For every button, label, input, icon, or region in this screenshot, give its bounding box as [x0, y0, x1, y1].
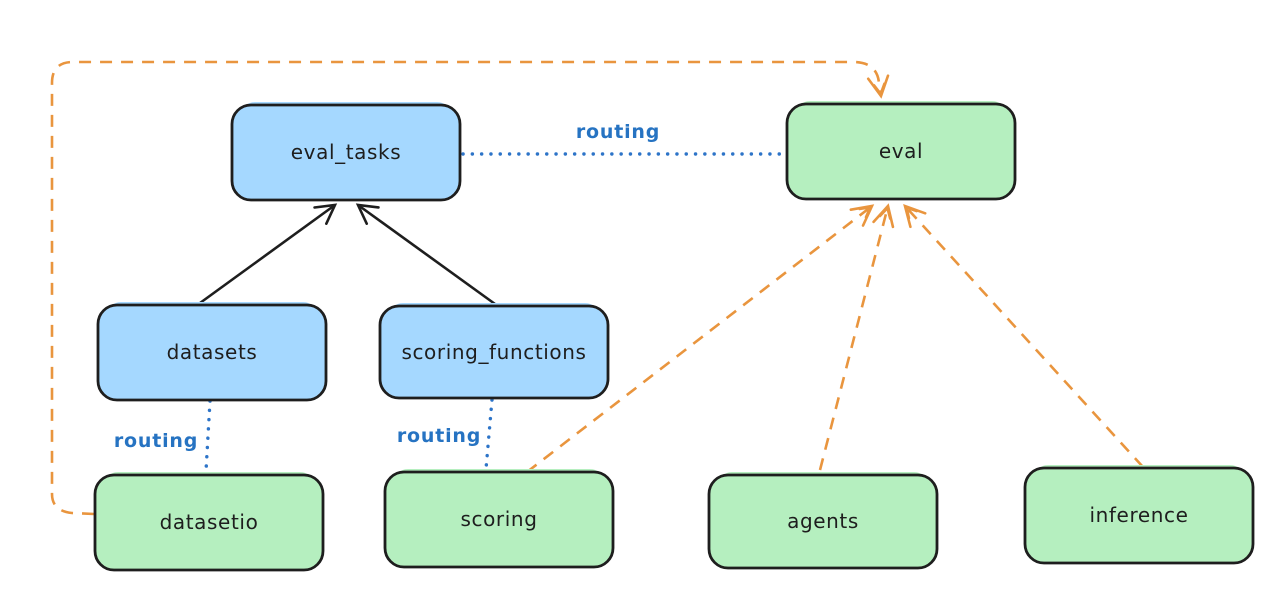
- node-inference: inference: [1023, 465, 1255, 565]
- inference-label: inference: [1089, 503, 1188, 527]
- edge-scoring-to-eval: [526, 204, 875, 474]
- eval-label: eval: [879, 139, 923, 163]
- scoring-functions-box: [378, 304, 610, 400]
- edge-scoring-functions-to-eval-tasks: [355, 203, 496, 306]
- scoring-box: [383, 470, 615, 569]
- routing-label-top: routing: [576, 121, 660, 143]
- node-scoring: scoring: [383, 469, 615, 569]
- routing-label-middle: routing: [397, 425, 481, 447]
- node-eval: eval: [785, 101, 1017, 201]
- eval-tasks-box: [230, 103, 462, 202]
- datasets-label: datasets: [167, 340, 258, 364]
- node-datasetio: datasetio: [93, 472, 325, 572]
- node-datasets: datasets: [96, 302, 328, 402]
- agents-label: agents: [787, 509, 859, 533]
- edge-routing-datasets-datasetio: [204, 399, 212, 473]
- edge-agents-to-eval: [818, 203, 895, 471]
- scoring-label: scoring: [460, 507, 537, 531]
- datasetio-label: datasetio: [160, 510, 259, 534]
- inference-box: [1023, 466, 1255, 565]
- datasets-box: [96, 303, 328, 402]
- scoring-functions-label: scoring_functions: [401, 340, 586, 364]
- edge-datasets-to-eval-tasks: [199, 203, 338, 305]
- node-eval-tasks: eval_tasks: [230, 102, 462, 202]
- edge-inference-to-eval: [903, 203, 1144, 468]
- edge-routing-scoring-functions-scoring: [484, 398, 494, 471]
- node-scoring-functions: scoring_functions: [378, 303, 610, 400]
- agents-box: [707, 473, 939, 570]
- eval-box: [785, 102, 1017, 201]
- node-agents: agents: [707, 472, 939, 570]
- edge-layer: [50, 60, 1144, 516]
- eval-tasks-label: eval_tasks: [291, 140, 401, 164]
- routing-label-left: routing: [114, 430, 198, 452]
- datasetio-box: [93, 473, 325, 572]
